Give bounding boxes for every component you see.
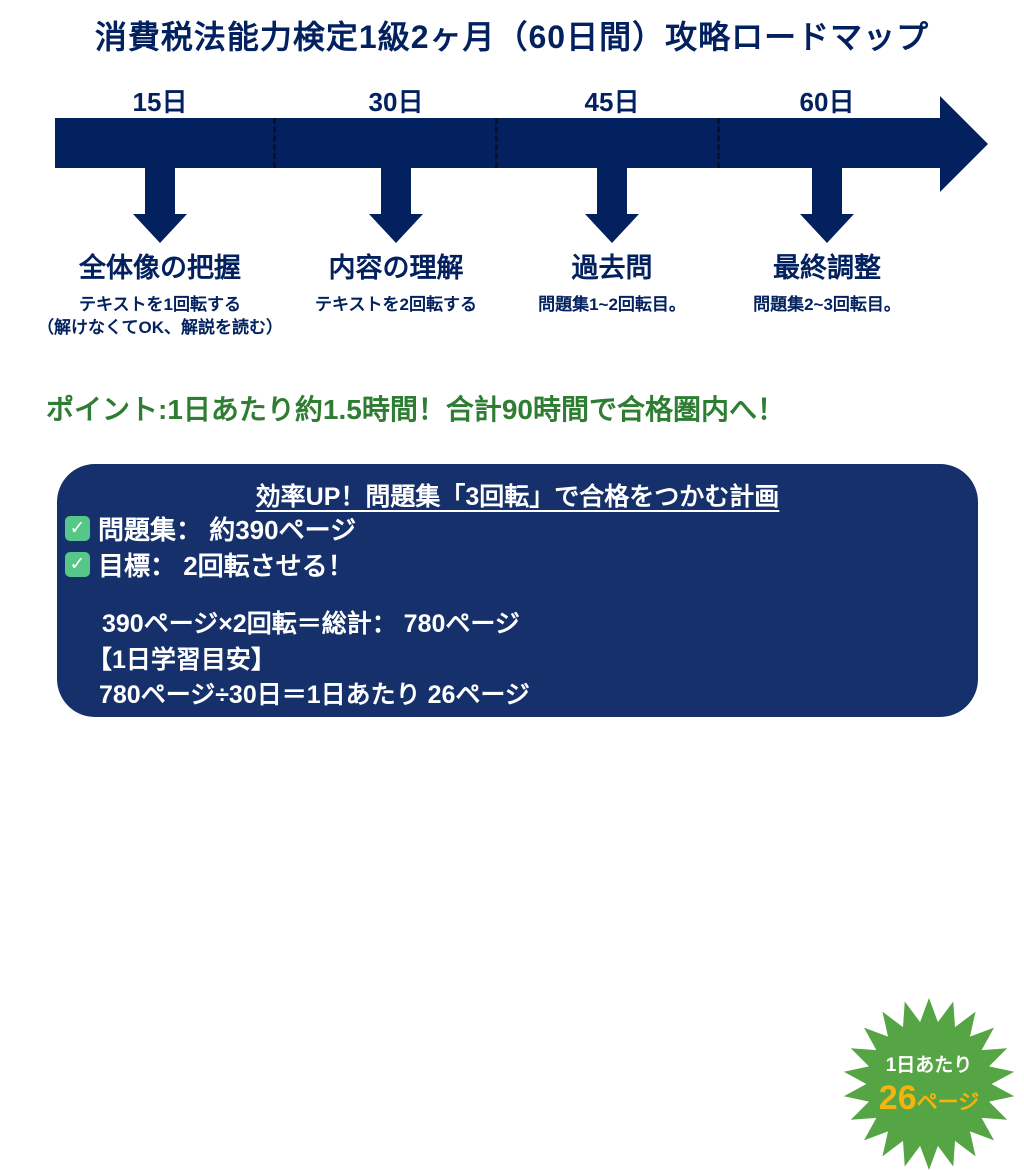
down-arrowhead-icon — [369, 214, 423, 243]
daily-pages-badge: 1日あたり 26ページ — [841, 996, 1017, 1172]
down-arrow-icon — [145, 168, 175, 215]
timeline-arrowhead-icon — [940, 96, 988, 192]
checklist-item: ✓ 目標： 2回転させる！ — [65, 546, 354, 583]
checklist-item-label: 問題集： 約390ページ — [98, 515, 357, 545]
timeline-divider — [717, 118, 720, 168]
milestone-note: テキストを1回転する — [79, 295, 241, 314]
milestone-day: 45日 — [584, 87, 640, 117]
down-arrowhead-icon — [133, 214, 187, 243]
milestone-phase: 全体像の把握 — [79, 253, 241, 283]
page-title: 消費税法能力検定1級2ヶ月（60日間）攻略ロードマップ — [94, 19, 930, 55]
badge-line2: 26ページ — [879, 1079, 979, 1118]
down-arrowhead-icon — [585, 214, 639, 243]
calc-line: 780ページ÷30日＝1日あたり 26ページ — [99, 681, 530, 709]
badge-line1: 1日あたり — [885, 1055, 973, 1076]
timeline-divider — [273, 118, 276, 168]
badge-unit: ページ — [916, 1091, 980, 1114]
checkbox-icon: ✓ — [65, 552, 90, 577]
down-arrowhead-icon — [800, 214, 854, 243]
checklist-item-label: 目標： 2回転させる！ — [98, 551, 354, 581]
milestone-phase: 最終調整 — [773, 253, 881, 283]
plan-box: 効率UP！問題集「3回転」で合格をつかむ計画 ✓ 問題集： 約390ページ ✓ … — [57, 464, 1015, 1171]
point-text: ポイント:1日あたり約1.5時間！合計90時間で合格圏内へ！ — [46, 394, 785, 425]
milestone-note: （解けなくてOK、解説を読む） — [37, 318, 283, 337]
calc-line: 【1日学習目安】 — [87, 646, 276, 674]
milestone-phase: 過去問 — [571, 253, 653, 283]
badge-value: 26 — [878, 1079, 917, 1117]
timeline-divider — [495, 118, 498, 168]
milestone-day: 60日 — [799, 87, 855, 117]
milestone-note: テキストを2回転する — [315, 295, 477, 314]
down-arrow-icon — [812, 168, 842, 215]
down-arrow-icon — [381, 168, 411, 215]
down-arrow-icon — [597, 168, 627, 215]
milestone-day: 15日 — [132, 87, 188, 117]
milestone-phase: 内容の理解 — [328, 253, 464, 283]
milestone-note: 問題集2~3回転目。 — [753, 295, 901, 314]
checklist-item: ✓ 問題集： 約390ページ — [65, 510, 356, 547]
checkbox-icon: ✓ — [65, 516, 90, 541]
milestone-note: 問題集1~2回転目。 — [538, 295, 686, 314]
badge-text: 1日あたり 26ページ — [841, 996, 1017, 1172]
plan-box-title: 効率UP！問題集「3回転」で合格をつかむ計画 — [255, 483, 780, 511]
milestone-day: 30日 — [368, 87, 424, 117]
calc-line: 390ページ×2回転＝総計： 780ページ — [102, 610, 520, 638]
